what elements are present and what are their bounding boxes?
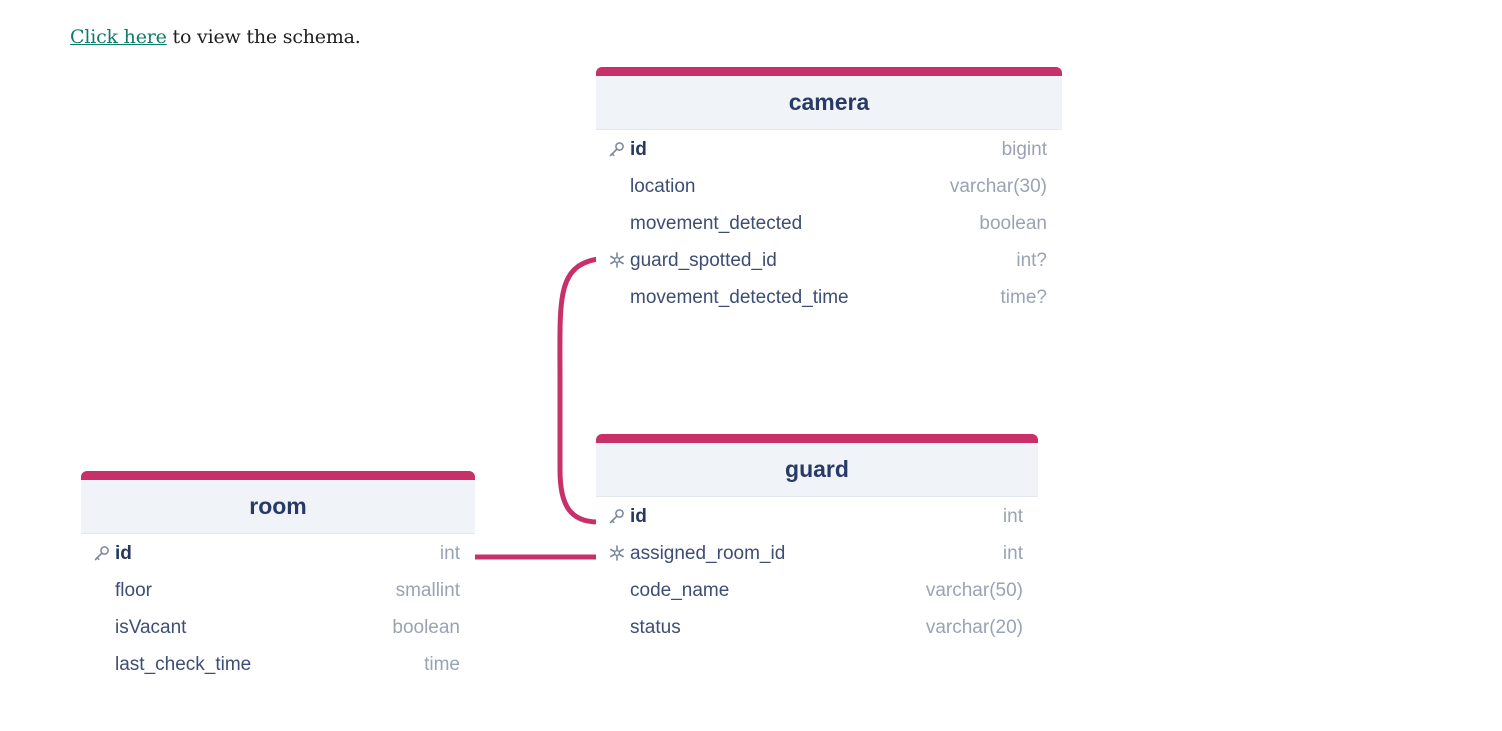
- column-type: int: [439, 543, 460, 564]
- table-row: floor smallint: [81, 573, 475, 610]
- column-name: floor: [115, 580, 152, 601]
- table-title: guard: [596, 443, 1038, 497]
- relationship-camera-guard: [557, 256, 601, 525]
- column-type: time: [424, 654, 460, 675]
- column-type: time?: [1000, 287, 1047, 308]
- key-icon: [608, 140, 626, 158]
- table-accent-bar: [596, 67, 1062, 76]
- table-row: movement_detected boolean: [596, 206, 1062, 243]
- column-type: varchar(30): [949, 176, 1047, 197]
- column-type: bigint: [1001, 139, 1047, 160]
- column-type: boolean: [979, 213, 1047, 234]
- column-type: varchar(20): [925, 617, 1023, 638]
- column-type: varchar(50): [925, 580, 1023, 601]
- column-name: id: [630, 139, 647, 160]
- table-row: id int: [81, 536, 475, 573]
- column-name: location: [630, 176, 696, 197]
- camera-table[interactable]: camera id bigint location varchar(30) moveme…: [596, 67, 1062, 319]
- foreign-key-icon: [608, 544, 626, 562]
- table-title: room: [81, 480, 475, 534]
- schema-link[interactable]: Click here: [70, 26, 167, 48]
- column-type: smallint: [395, 580, 460, 601]
- column-type: int: [1002, 543, 1023, 564]
- table-row: status varchar(20): [596, 610, 1038, 647]
- table-row: assigned_room_id int: [596, 536, 1038, 573]
- table-row: guard_spotted_id int?: [596, 243, 1062, 280]
- table-row: last_check_time time: [81, 647, 475, 684]
- table-row: location varchar(30): [596, 169, 1062, 206]
- room-table[interactable]: room id int floor smallint isVacant boolean la…: [81, 471, 475, 686]
- column-name: isVacant: [115, 617, 187, 638]
- table-row: isVacant boolean: [81, 610, 475, 647]
- column-name: movement_detected_time: [630, 287, 849, 308]
- key-icon: [93, 544, 111, 562]
- column-list: id bigint location varchar(30) movement_dete…: [596, 132, 1062, 317]
- key-icon: [608, 507, 626, 525]
- table-title: camera: [596, 76, 1062, 130]
- table-accent-bar: [596, 434, 1038, 443]
- column-name: status: [630, 617, 681, 638]
- column-name: id: [630, 506, 647, 527]
- column-type: int: [1002, 506, 1023, 527]
- table-row: id int: [596, 499, 1038, 536]
- column-name: movement_detected: [630, 213, 803, 234]
- table-row: movement_detected_time time?: [596, 280, 1062, 317]
- table-row: id bigint: [596, 132, 1062, 169]
- table-row: code_name varchar(50): [596, 573, 1038, 610]
- column-type: int?: [1016, 250, 1047, 271]
- column-list: id int floor smallint isVacant boolean last_ch…: [81, 536, 475, 684]
- column-name: guard_spotted_id: [630, 250, 777, 271]
- foreign-key-icon: [608, 251, 626, 269]
- column-type: boolean: [392, 617, 460, 638]
- column-name: last_check_time: [115, 654, 252, 675]
- column-name: assigned_room_id: [630, 543, 786, 564]
- column-name: code_name: [630, 580, 730, 601]
- intro-text: Click here to view the schema.: [70, 26, 361, 48]
- table-accent-bar: [81, 471, 475, 480]
- intro-rest-text: to view the schema.: [166, 26, 361, 48]
- column-name: id: [115, 543, 132, 564]
